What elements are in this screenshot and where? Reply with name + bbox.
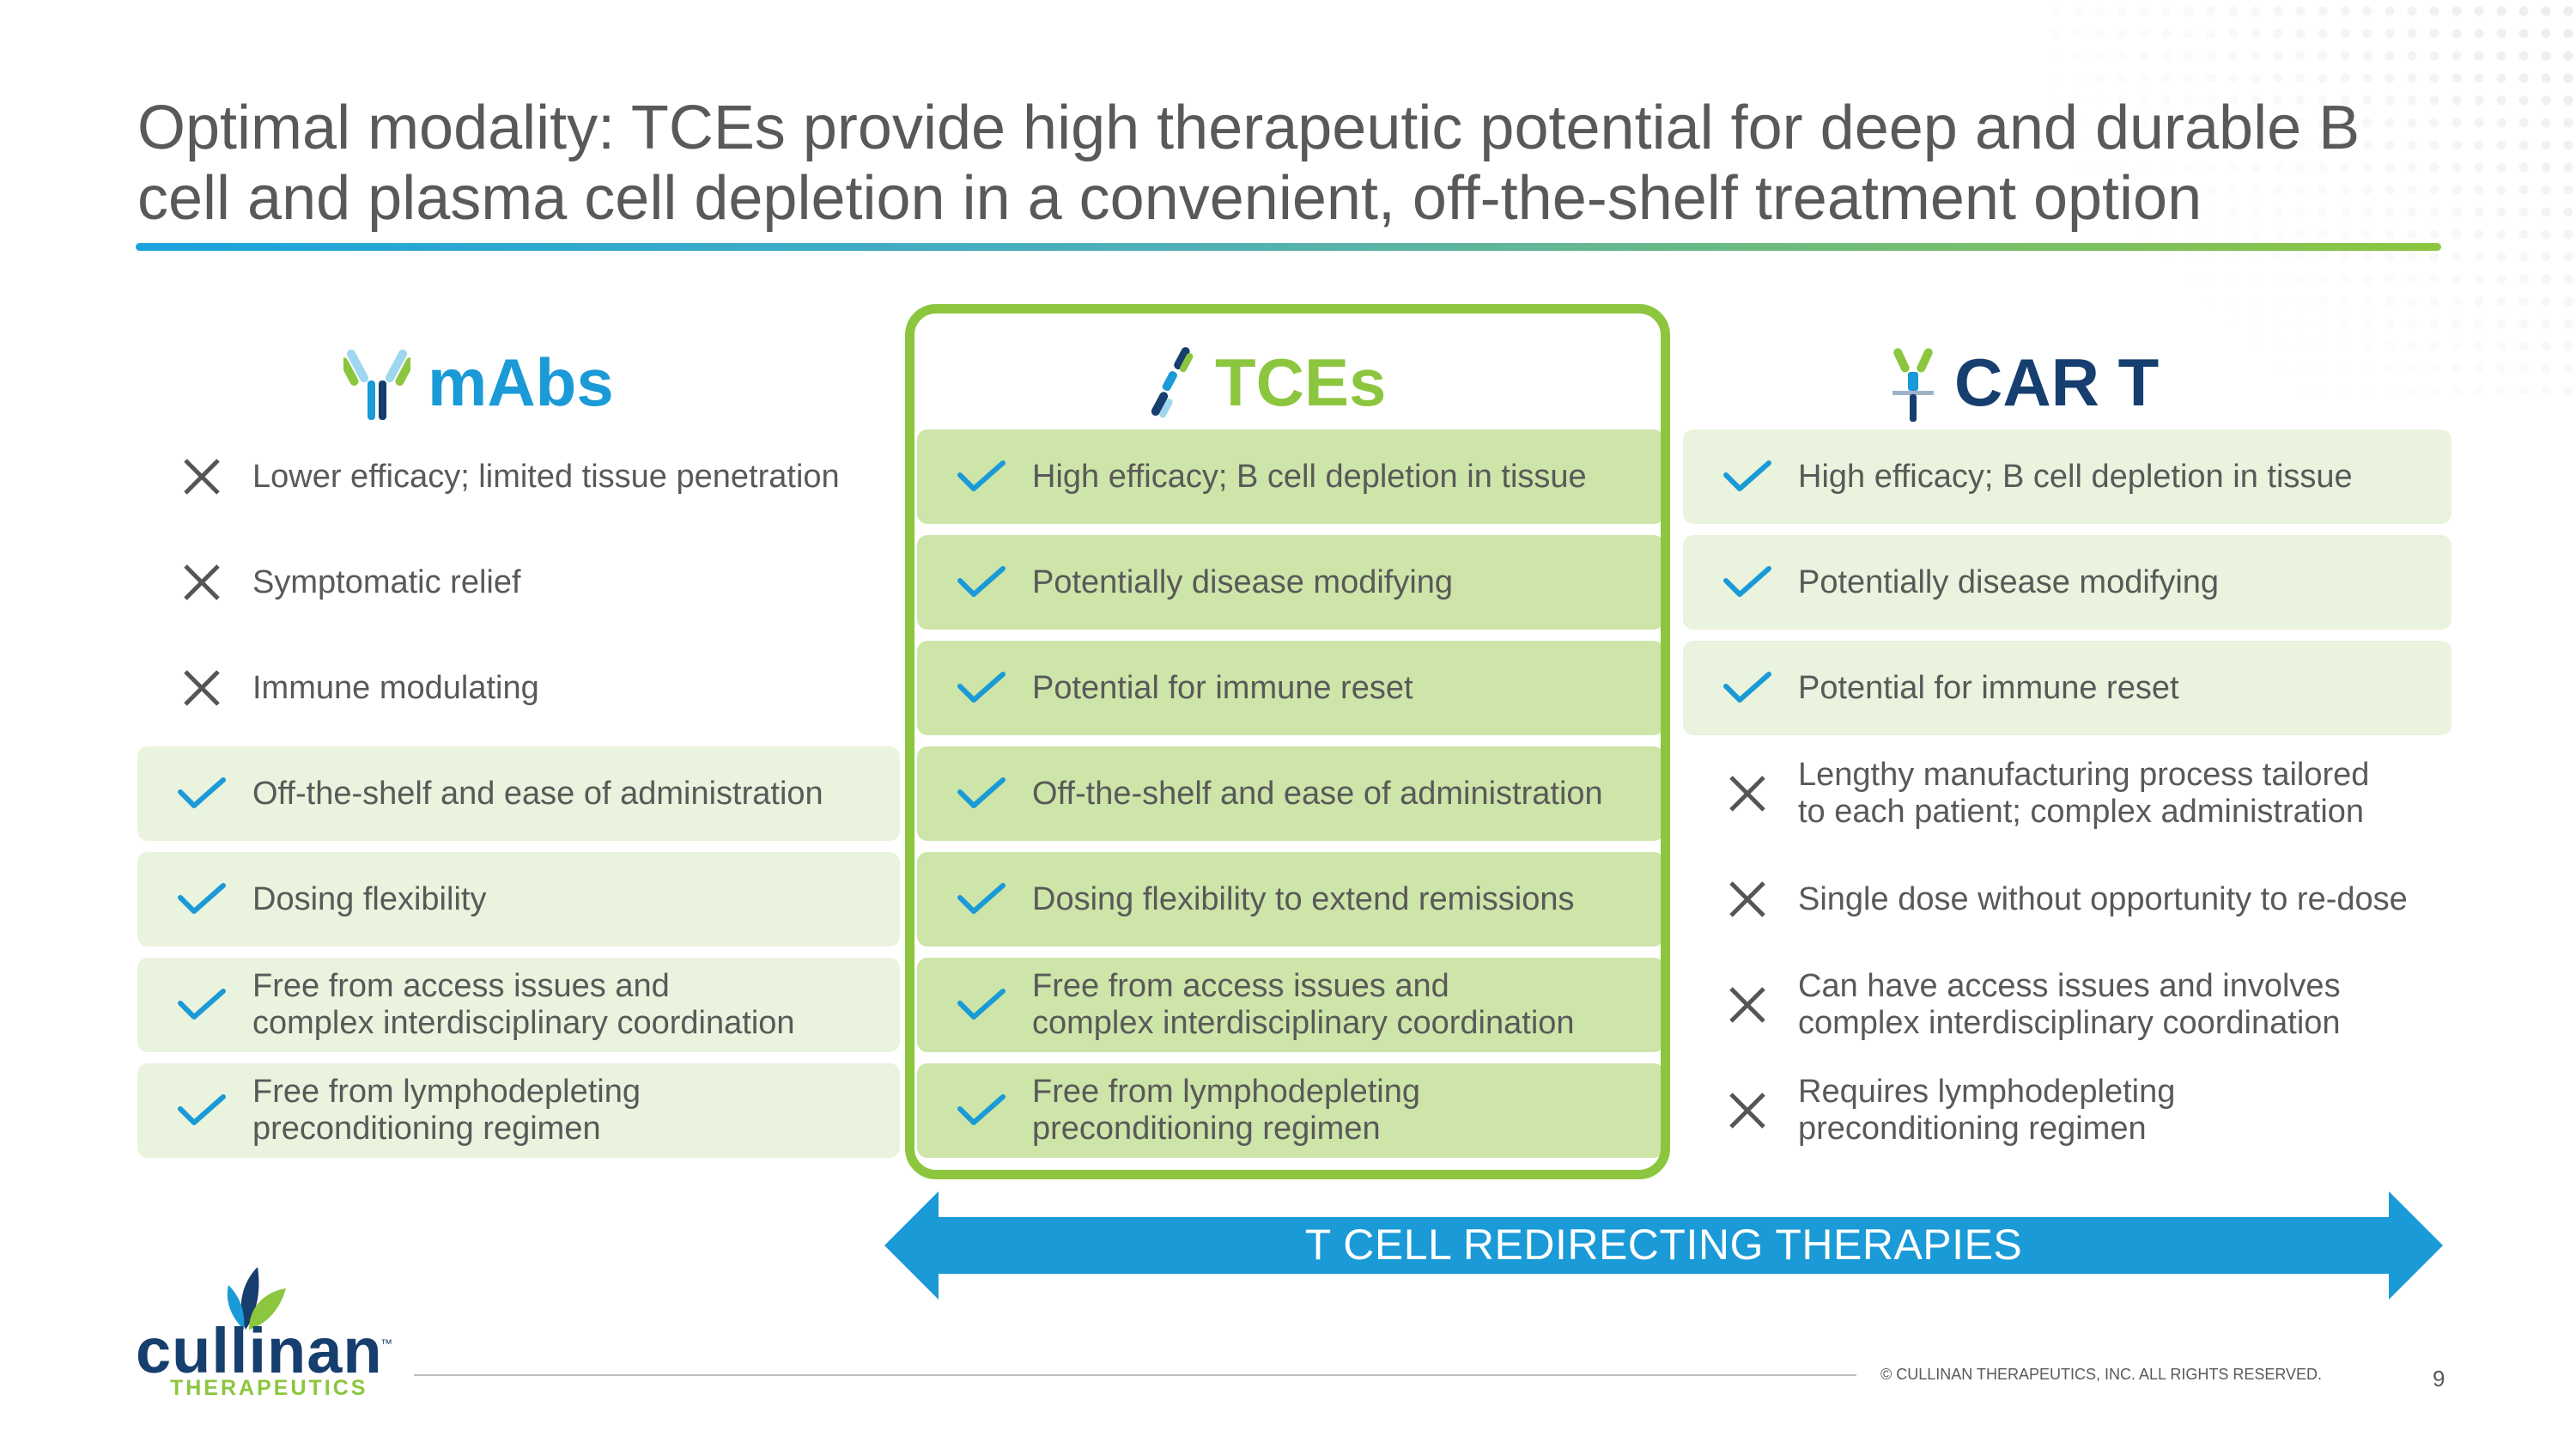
tces-row: Free from lymphodepleting preconditionin…: [917, 1063, 1664, 1158]
mabs-row: Symptomatic relief: [137, 535, 900, 630]
checkmark-icon: [950, 445, 1013, 508]
checkmark-icon: [170, 762, 234, 825]
checkmark-icon: [950, 656, 1013, 720]
cullinan-leaf-logo-icon: [227, 1267, 286, 1330]
tces-row-text: High efficacy; B cell depletion in tissu…: [1032, 458, 1587, 495]
mabs-row-text: Off-the-shelf and ease of administration: [252, 775, 823, 812]
cart-heading-text: CAR T: [1954, 344, 2160, 420]
title-underline: [136, 243, 2441, 251]
checkmark-icon: [950, 551, 1013, 614]
tces-row: High efficacy; B cell depletion in tissu…: [917, 429, 1664, 524]
cart-row: Can have access issues and involves comp…: [1683, 958, 2451, 1052]
mabs-row-text: Dosing flexibility: [252, 880, 487, 917]
tces-row-text: Dosing flexibility to extend remissions: [1032, 880, 1575, 917]
checkmark-icon: [1716, 445, 1779, 508]
cross-icon: [170, 656, 234, 720]
cart-row-text: Potential for immune reset: [1798, 669, 2179, 706]
cart-row-text: Potentially disease modifying: [1798, 563, 2220, 600]
copyright-notice: © CULLINAN THERAPEUTICS, INC. ALL RIGHTS…: [1880, 1366, 2323, 1383]
cross-icon: [170, 551, 234, 614]
tces-row-text: Off-the-shelf and ease of administration: [1032, 775, 1603, 812]
mabs-row: Dosing flexibility: [137, 852, 900, 947]
mabs-row: Free from access issues and complex inte…: [137, 958, 900, 1052]
car-t-receptor-icon: [1893, 348, 1934, 422]
t-cell-engager-icon: [1151, 347, 1194, 418]
footer-divider: [414, 1374, 1856, 1376]
slide-title: Optimal modality: TCEs provide high ther…: [137, 94, 2360, 233]
cross-icon: [1716, 762, 1779, 825]
cart-row-text: Lengthy manufacturing process tailored t…: [1798, 757, 2370, 830]
tces-column-heading: TCEs: [1146, 339, 1386, 425]
checkmark-icon: [950, 1079, 1013, 1142]
tces-heading-text: TCEs: [1215, 344, 1387, 420]
antibody-icon: [343, 349, 410, 420]
cart-row-text: Requires lymphodepleting preconditioning…: [1798, 1074, 2176, 1147]
tces-row: Free from access issues and complex inte…: [917, 958, 1664, 1052]
checkmark-icon: [950, 762, 1013, 825]
cart-row-text: Can have access issues and involves comp…: [1798, 968, 2341, 1041]
checkmark-icon: [1716, 656, 1779, 720]
cart-row: Potential for immune reset: [1683, 641, 2451, 735]
tces-highlight-frame: [905, 304, 1670, 1179]
mabs-row: Free from lymphodepleting preconditionin…: [137, 1063, 900, 1158]
cross-icon: [1716, 1079, 1779, 1142]
double-arrow-icon: [884, 1191, 2443, 1300]
mabs-row-text: Lower efficacy; limited tissue penetrati…: [252, 458, 840, 495]
checkmark-icon: [170, 973, 234, 1037]
cullinan-logo: cullinan: [136, 1315, 383, 1386]
checkmark-icon: [950, 973, 1013, 1037]
mabs-heading-text: mAbs: [428, 344, 614, 420]
tces-row: Dosing flexibility to extend remissions: [917, 852, 1664, 947]
cart-row: Requires lymphodepleting preconditioning…: [1683, 1063, 2451, 1158]
tces-row-text: Free from access issues and complex inte…: [1032, 968, 1575, 1041]
tces-row: Off-the-shelf and ease of administration: [917, 746, 1664, 841]
cart-row-text: Single dose without opportunity to re-do…: [1798, 880, 2408, 917]
tces-row: Potentially disease modifying: [917, 535, 1664, 630]
trademark: ™: [380, 1336, 392, 1350]
mabs-row: Lower efficacy; limited tissue penetrati…: [137, 429, 900, 524]
cross-icon: [170, 445, 234, 508]
checkmark-icon: [1716, 551, 1779, 614]
logo-subtitle: THERAPEUTICS: [170, 1376, 368, 1400]
mabs-row-text: Free from lymphodepleting preconditionin…: [252, 1074, 641, 1147]
mabs-row: Immune modulating: [137, 641, 900, 735]
mabs-row-text: Free from access issues and complex inte…: [252, 968, 795, 1041]
cart-row: High efficacy; B cell depletion in tissu…: [1683, 429, 2451, 524]
cart-column-heading: CAR T: [1889, 339, 2159, 425]
cart-row: Potentially disease modifying: [1683, 535, 2451, 630]
tces-row-text: Free from lymphodepleting preconditionin…: [1032, 1074, 1420, 1147]
cross-icon: [1716, 868, 1779, 931]
tces-row-text: Potentially disease modifying: [1032, 563, 1454, 600]
mabs-row-text: Immune modulating: [252, 669, 539, 706]
cart-row: Lengthy manufacturing process tailored t…: [1683, 746, 2451, 841]
page-number: 9: [2433, 1366, 2445, 1391]
checkmark-icon: [170, 1079, 234, 1142]
checkmark-icon: [170, 868, 234, 931]
mabs-row-text: Symptomatic relief: [252, 563, 521, 600]
tces-row: Potential for immune reset: [917, 641, 1664, 735]
tces-row-text: Potential for immune reset: [1032, 669, 1413, 706]
cart-row-text: High efficacy; B cell depletion in tissu…: [1798, 458, 2353, 495]
checkmark-icon: [950, 868, 1013, 931]
cross-icon: [1716, 973, 1779, 1037]
cart-row: Single dose without opportunity to re-do…: [1683, 852, 2451, 947]
decorative-dot-pattern: [2044, 0, 2576, 395]
arrow-label: T CELL REDIRECTING THERAPIES: [1304, 1221, 2023, 1269]
mabs-row: Off-the-shelf and ease of administration: [137, 746, 900, 841]
mabs-column-heading: mAbs: [343, 339, 614, 425]
